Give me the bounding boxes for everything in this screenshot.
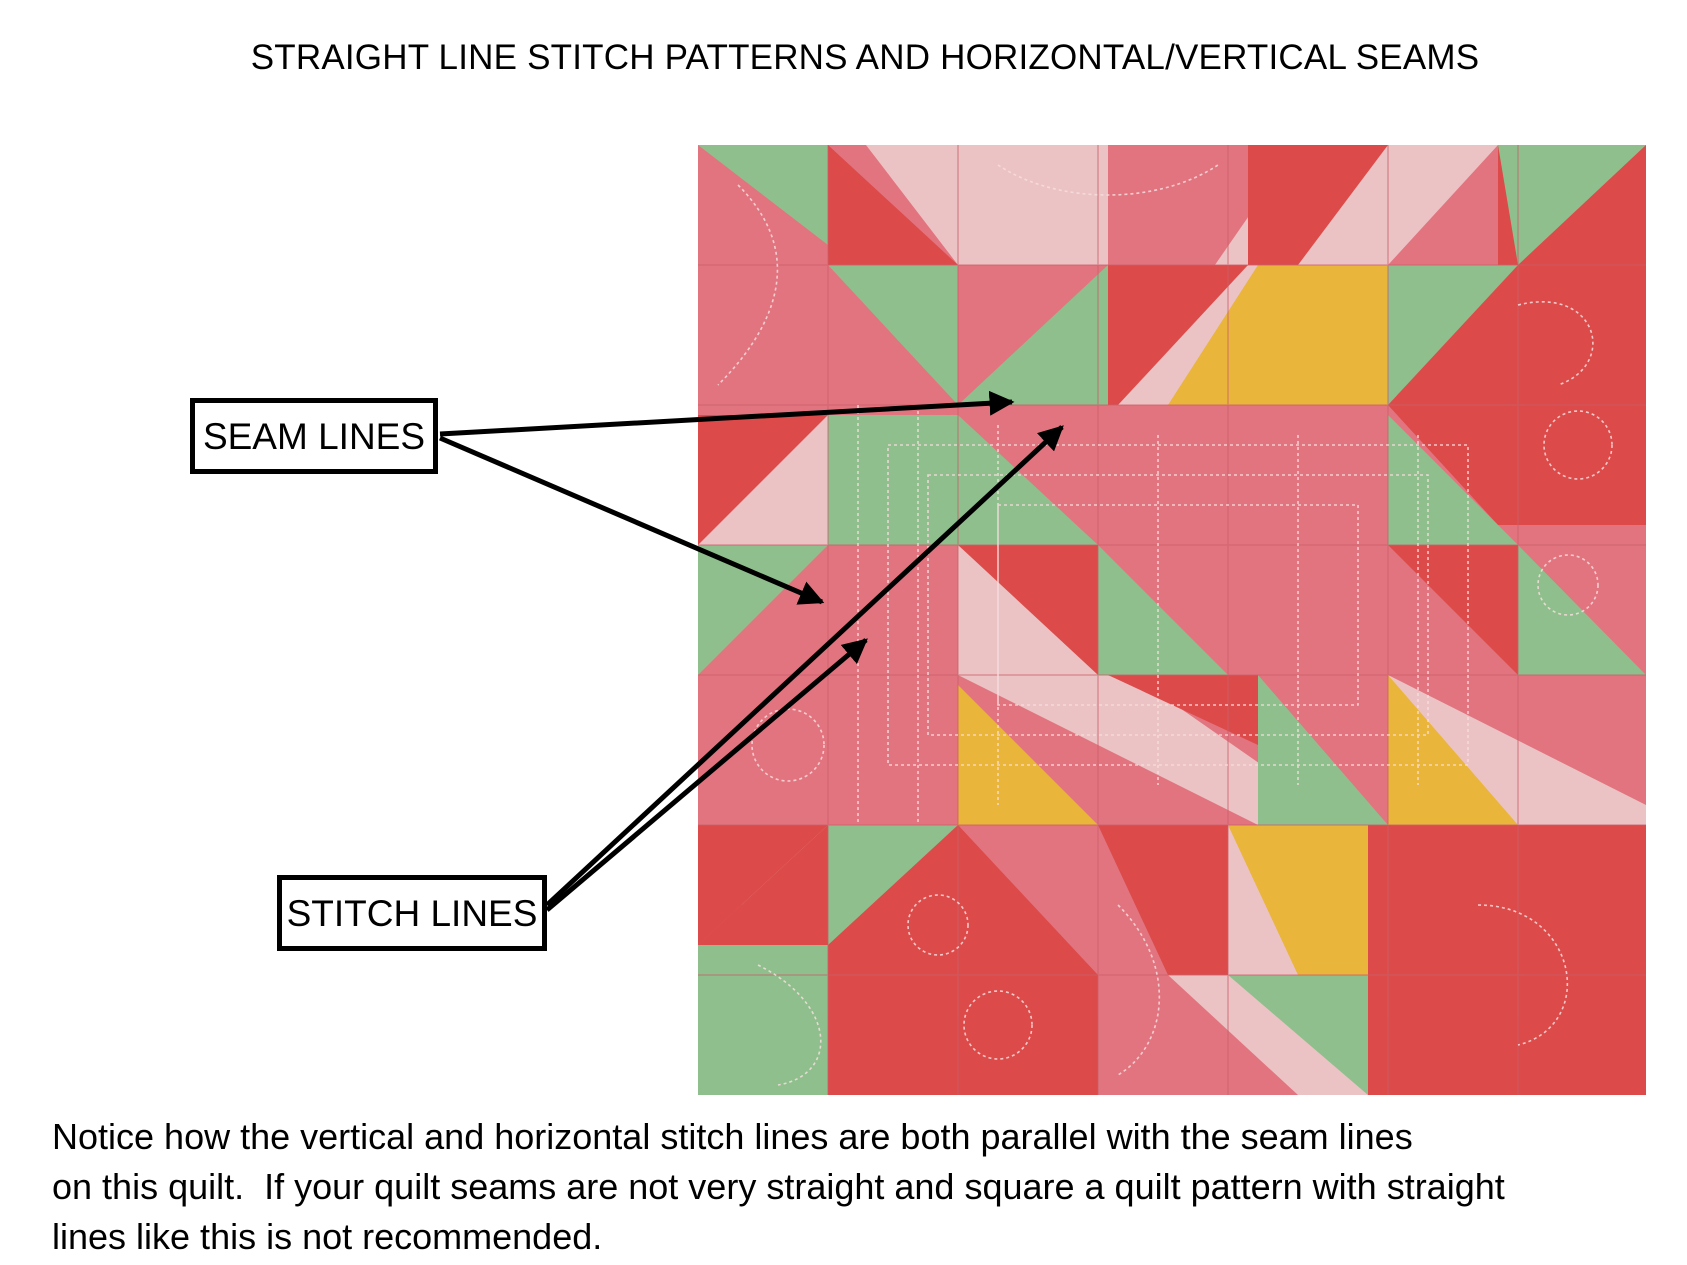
seam-lines-label: SEAM LINES — [190, 398, 438, 474]
caption-line-1: Notice how the vertical and horizontal s… — [52, 1116, 1413, 1157]
seam-arrow-1 — [439, 390, 1015, 437]
caption-line-2: on this quilt. If your quilt seams are n… — [52, 1166, 1505, 1207]
stitch-arrow-2 — [545, 638, 868, 912]
seam-arrow-2 — [439, 435, 825, 605]
caption-line-3: lines like this is not recommended. — [52, 1216, 603, 1257]
page-title: STRAIGHT LINE STITCH PATTERNS AND HORIZO… — [250, 38, 1480, 77]
caption: Notice how the vertical and horizontal s… — [52, 1112, 1672, 1262]
stitch-arrow-1 — [545, 425, 1064, 907]
quilt-photo — [698, 145, 1646, 1095]
stitch-lines-label: STITCH LINES — [277, 875, 547, 951]
